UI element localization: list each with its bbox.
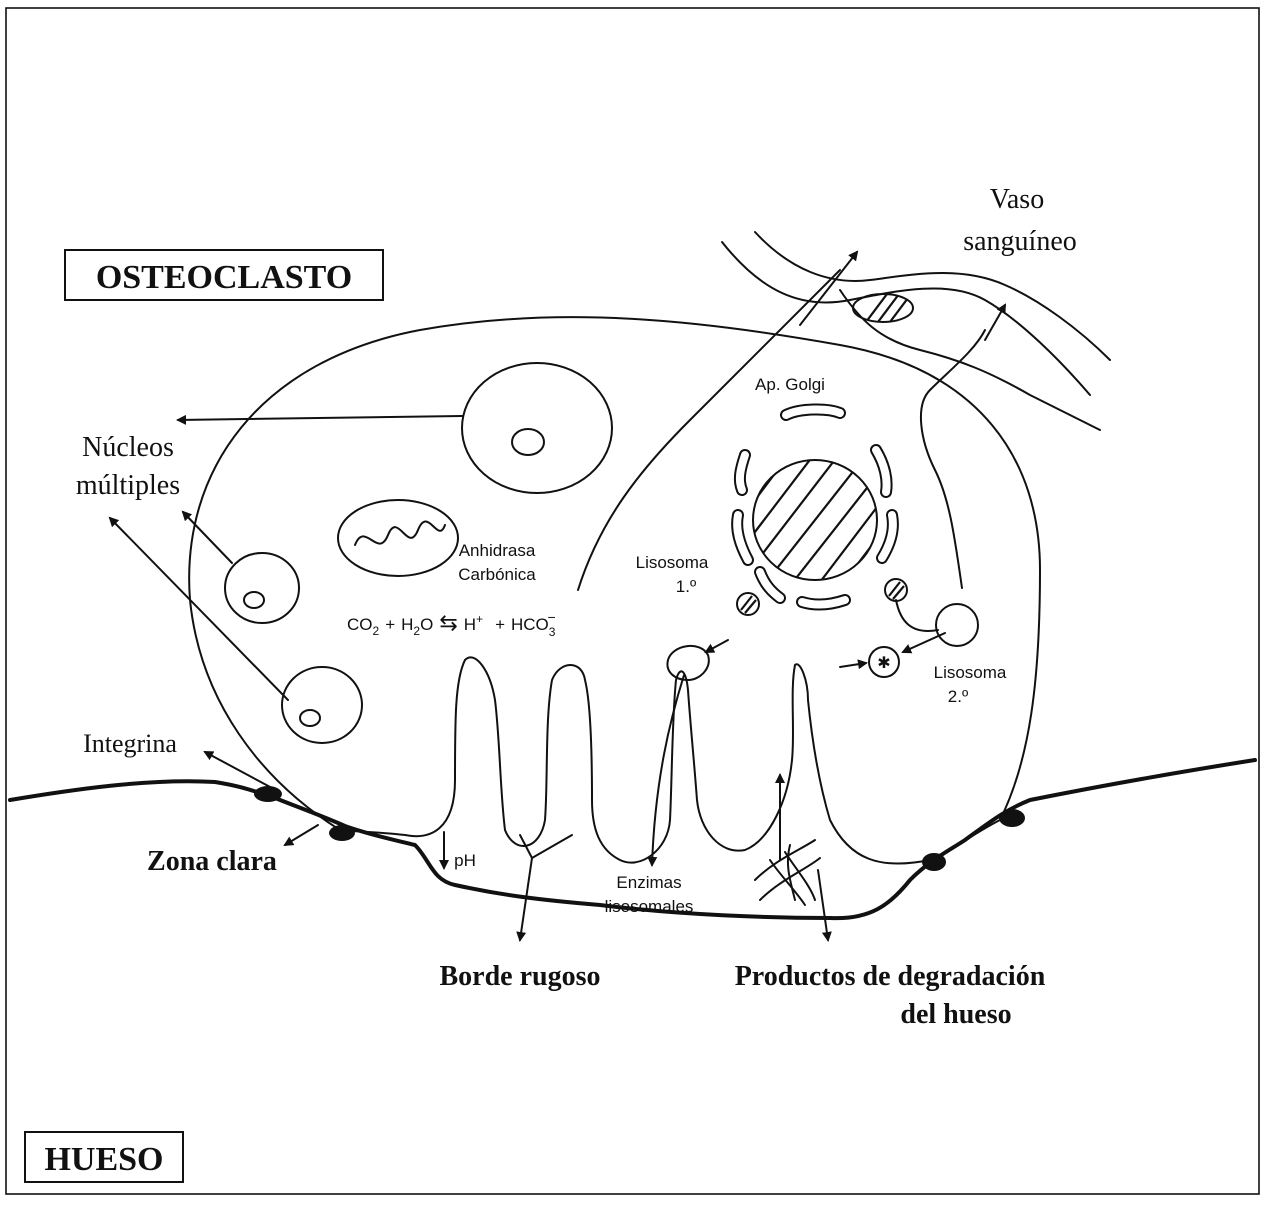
osteoclast-label: OSTEOCLASTO [96,259,352,296]
degradation-label-line1: Productos de degradación [735,961,1046,992]
arrow-lysosome1 [706,640,728,652]
osteoclast-membrane [189,317,1040,863]
primary-lysosome-2 [885,579,907,601]
vessel-wall-inner [840,290,1100,430]
lysosome2-label-line1: Lisosoma [934,663,1007,682]
secondary-lysosome [936,604,978,646]
carbonic-equation: CO2+H2O⇆H++HCO3− [347,609,556,639]
arrow-clear-zone [285,825,318,845]
carbonic-label-line1: Anhidrasa [459,541,536,560]
bone-label: HUESO [44,1141,163,1178]
golgi-label: Ap. Golgi [755,375,825,394]
vessel-label-line1: Vaso [990,184,1044,215]
nuclei-label-line2: múltiples [76,470,180,501]
mitochondrion [338,500,458,576]
arrow-vessel-1 [800,252,857,325]
nucleus-small-2 [282,667,362,743]
nucleolus-large [512,429,544,455]
mitochondrion-cristae [355,521,445,545]
ph-label: pH [454,851,476,870]
primary-lysosome-1 [737,593,759,615]
arrow-nucleus-1 [178,416,462,420]
nucleus-large [462,363,612,493]
carbonic-label-line2: Carbónica [458,565,536,584]
integrin-blob-left2 [329,825,355,841]
enzymes-label-line2: lisosomales [605,897,694,916]
vessel-label-line2: sanguíneo [963,226,1077,257]
page-frame [6,8,1259,1194]
collagen-fibers [755,840,820,905]
lysosome2-label-line2: 2.º [948,687,968,706]
arrow-lysosome2 [903,633,945,652]
integrin-label: Integrina [83,729,177,758]
bone-surface [10,760,1255,918]
nucleus-small-1 [225,553,299,623]
phagosome-content: ✱ [877,655,890,672]
ruffled-border-label: Borde rugoso [440,961,601,992]
integrin-blob-left [254,786,282,802]
lysosome1-label-line2: 1.º [676,577,696,596]
lysosome-fusion-line [896,600,938,631]
arrow-phagosome [840,663,866,667]
nucleolus-small-1 [244,592,264,608]
degradation-label-line2: del hueso [900,999,1011,1030]
arrow-vessel-2 [985,305,1005,340]
integrin-blob-right [922,853,946,871]
clear-zone-label: Zona clara [147,846,277,877]
nuclei-label-line1: Núcleos [82,432,174,463]
vessel-wall-outer [722,242,1090,395]
arrow-enzymes [652,675,684,865]
arrow-degradation-down [818,870,828,940]
arrow-nucleus-3 [110,518,288,700]
nucleolus-small-2 [300,710,320,726]
enzymes-label-line1: Enzimas [616,873,681,892]
exocytosis-vesicle [667,646,708,680]
lysosome1-label-line1: Lisosoma [636,553,709,572]
